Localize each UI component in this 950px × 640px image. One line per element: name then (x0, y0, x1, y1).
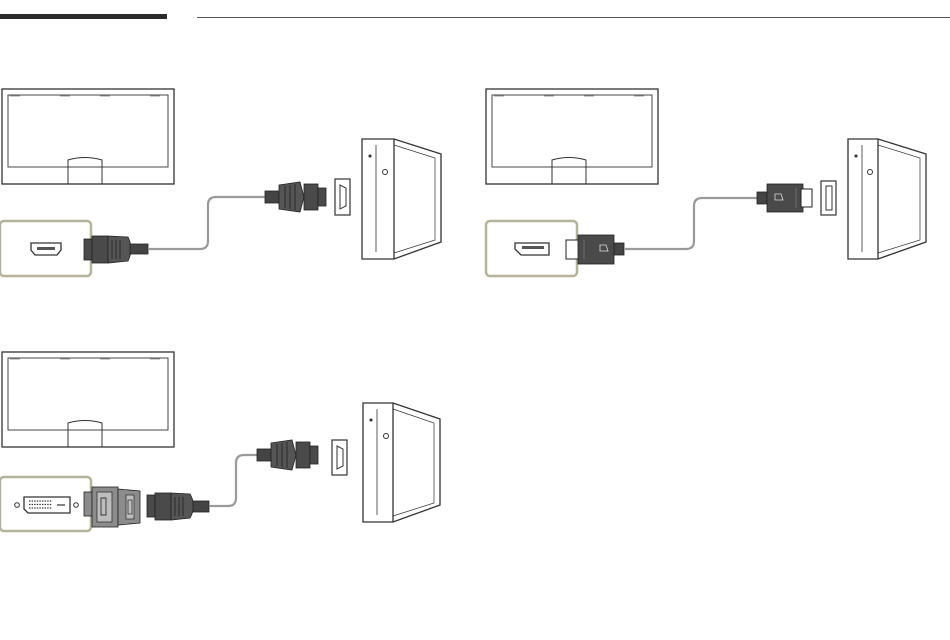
hdmi-port-icon (31, 243, 61, 255)
hdmi-plug-monitor-icon (84, 236, 148, 263)
monitor-port-panel (0, 477, 91, 531)
displayport-plug-pc-icon (757, 184, 812, 212)
diagram-dvi-to-hdmi (0, 352, 440, 531)
hdmi-plug-pc-icon (265, 182, 326, 212)
dvi-hdmi-adapter-icon (84, 487, 140, 527)
hdmi-plug-monitor-icon (147, 493, 209, 520)
diagram-displayport-to-displayport (486, 89, 926, 276)
hdmi-plug-pc-icon (257, 440, 318, 470)
pc-tower-icon (362, 139, 441, 259)
monitor-back-icon (486, 89, 658, 184)
monitor-back-icon (2, 352, 174, 447)
monitor-port-panel (486, 221, 577, 276)
hdmi-cable (209, 455, 257, 506)
displayport-port-icon (821, 181, 836, 215)
monitor-back-icon (2, 89, 174, 184)
hdmi-cable (148, 197, 265, 249)
monitor-port-panel (0, 221, 91, 276)
displayport-port-icon (515, 243, 549, 255)
hdmi-port-icon (332, 440, 347, 475)
displayport-cable (624, 198, 757, 249)
hdmi-port-icon (335, 179, 350, 215)
pc-tower-icon (848, 139, 926, 259)
diagram-hdmi-to-hdmi (0, 89, 441, 276)
pc-tower-icon (363, 403, 440, 522)
